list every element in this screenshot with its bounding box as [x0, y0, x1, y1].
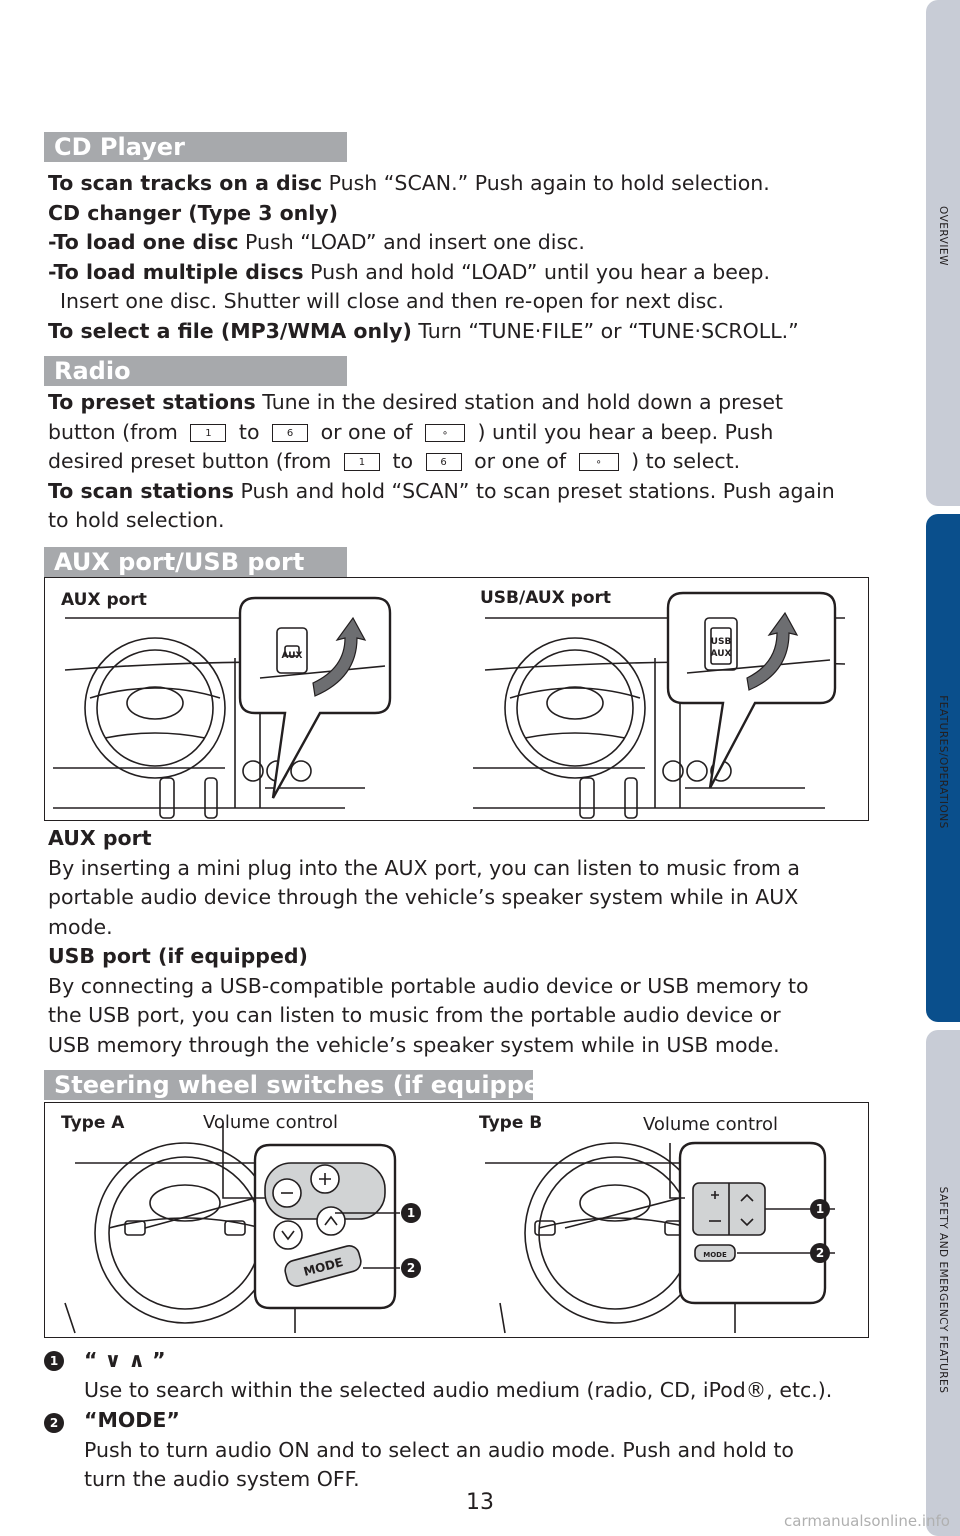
tab-features-operations[interactable]: [926, 514, 960, 1022]
legend-item-1-marker: 1: [44, 1350, 64, 1371]
preset-stations-label: To preset stations: [48, 390, 256, 414]
tab-safety-label: SAFETY AND EMERGENCY FEATURES: [937, 1186, 949, 1394]
to-word-2: to: [392, 449, 414, 473]
cd-player-text: To scan tracks on a disc Push “SCAN.” Pu…: [48, 169, 868, 346]
tab-overview[interactable]: [926, 0, 960, 506]
page-number: 13: [466, 1490, 494, 1515]
to-word: to: [238, 419, 260, 444]
load-multi-text-2: Insert one disc. Shutter will close and …: [60, 289, 725, 313]
load-one-label: -To load one disc: [48, 230, 239, 254]
or-one-of-2: or one of: [474, 449, 567, 473]
preset-key-dot-icon-2: ∘: [578, 453, 619, 471]
usb-plate-text-1: USB: [711, 637, 732, 647]
scan-tracks-text: Push “SCAN.” Push again to hold selectio…: [322, 171, 770, 195]
aux-port-figure-label: AUX port: [61, 590, 147, 610]
or-one-of: or one of: [320, 419, 413, 444]
item2-text-1: Push to turn audio ON and to select an a…: [84, 1437, 794, 1462]
cd-changer-label: CD changer (Type 3 only): [48, 200, 339, 225]
radio-text: To preset stations Tune in the desired s…: [48, 388, 868, 536]
steering-switch-illustration: MODE MODE 1 2 1 2: [64, 1123, 835, 1334]
type-a-label: Type A: [61, 1113, 125, 1133]
preset-text-b2: ) until you hear a beep. Push: [477, 419, 774, 444]
legend-item-2: “MODE” Push to turn audio ON and to sele…: [84, 1406, 874, 1495]
watermark: carmanualsonline.info: [784, 1512, 950, 1530]
select-file-text: Turn “TUNE·FILE” or “TUNE·SCROLL.”: [411, 318, 799, 343]
steering-heading: Steering wheel switches (if equipped): [44, 1070, 568, 1100]
load-one-text: Push “LOAD” and insert one disc.: [238, 230, 585, 254]
type-b-label: Type B: [479, 1113, 543, 1133]
preset-text-a: Tune in the desired station and hold dow…: [255, 390, 784, 414]
mode-button-b-text: MODE: [703, 1251, 727, 1259]
select-file-label: To select a file (MP3/WMA only): [48, 318, 412, 343]
preset-text-c2: ) to select.: [631, 449, 741, 473]
callout-1-b-icon: [810, 1199, 830, 1219]
callout-1-b-text: 1: [816, 1202, 824, 1216]
preset-text-b1: button (from: [48, 419, 178, 444]
aux-usb-heading: AUX port/USB port: [44, 547, 347, 577]
aux-text-3: mode.: [48, 914, 113, 939]
load-multi-text: Push and hold “LOAD” until you hear a be…: [303, 259, 771, 284]
cd-player-heading: CD Player: [44, 132, 347, 162]
usb-port-title: USB port (if equipped): [48, 944, 308, 968]
volume-control-a-label: Volume control: [203, 1112, 339, 1133]
legend-callout-2-icon: 2: [44, 1413, 64, 1433]
scan-stations-label: To scan stations: [48, 478, 234, 503]
callout-1-a-icon: [401, 1203, 421, 1223]
aux-plate-text: AUX: [282, 651, 303, 661]
preset-text-c1: desired preset button (from: [48, 449, 332, 473]
callout-2-b-icon: [810, 1243, 830, 1263]
preset-key-dot-icon: ∘: [425, 423, 466, 442]
radio-heading: Radio: [44, 356, 347, 386]
item1-title: “ ∨ ∧ ”: [84, 1348, 166, 1372]
aux-usb-figure: AUX port USB/AUX port AUX: [44, 577, 869, 821]
aux-port-title: AUX port: [48, 826, 152, 850]
legend-item-1: “ ∨ ∧ ” Use to search within the selecte…: [84, 1346, 874, 1405]
preset-key-6-icon-2: 6: [425, 453, 462, 471]
aux-port-illustration: AUX USB AUX: [53, 591, 846, 819]
preset-key-1-icon-2: 1: [343, 453, 380, 471]
callout-1-a-text: 1: [407, 1206, 415, 1220]
scan-stations-text-b: to hold selection.: [48, 508, 225, 532]
aux-usb-text: AUX port By inserting a mini plug into t…: [48, 824, 868, 1060]
steering-figure: Type A Volume control Type B Volume cont…: [44, 1102, 869, 1338]
callout-2-b-text: 2: [816, 1246, 824, 1260]
preset-key-1-icon: 1: [190, 423, 227, 442]
item2-text-2: turn the audio system OFF.: [84, 1467, 360, 1491]
usb-text-2: the USB port, you can listen to music fr…: [48, 1003, 781, 1027]
legend-item-2-marker: 2: [44, 1412, 64, 1433]
scan-stations-text-a: Push and hold “SCAN” to scan preset stat…: [233, 478, 835, 503]
usb-plate-text-2: AUX: [711, 649, 732, 659]
item1-text: Use to search within the selected audio …: [84, 1377, 833, 1402]
legend-callout-1-icon: 1: [44, 1351, 64, 1371]
usb-text-1: By connecting a USB-compatible portable …: [48, 973, 809, 998]
item2-title: “MODE”: [84, 1408, 180, 1432]
usb-text-3: USB memory through the vehicle’s speaker…: [48, 1032, 780, 1057]
tab-overview-label: OVERVIEW: [937, 206, 949, 266]
tab-safety-emergency[interactable]: [926, 1030, 960, 1536]
load-multi-label: -To load multiple discs: [48, 259, 304, 284]
scan-tracks-label: To scan tracks on a disc: [48, 171, 323, 195]
volume-control-b-label: Volume control: [643, 1114, 779, 1135]
tab-features-label: FEATURES/OPERATIONS: [937, 695, 949, 829]
callout-2-a-icon: [401, 1258, 421, 1278]
aux-text-1: By inserting a mini plug into the AUX po…: [48, 855, 800, 880]
preset-key-6-icon: 6: [272, 423, 309, 442]
usb-aux-port-figure-label: USB/AUX port: [480, 588, 612, 608]
aux-text-2: portable audio device through the vehicl…: [48, 885, 799, 909]
callout-2-a-text: 2: [407, 1261, 415, 1275]
